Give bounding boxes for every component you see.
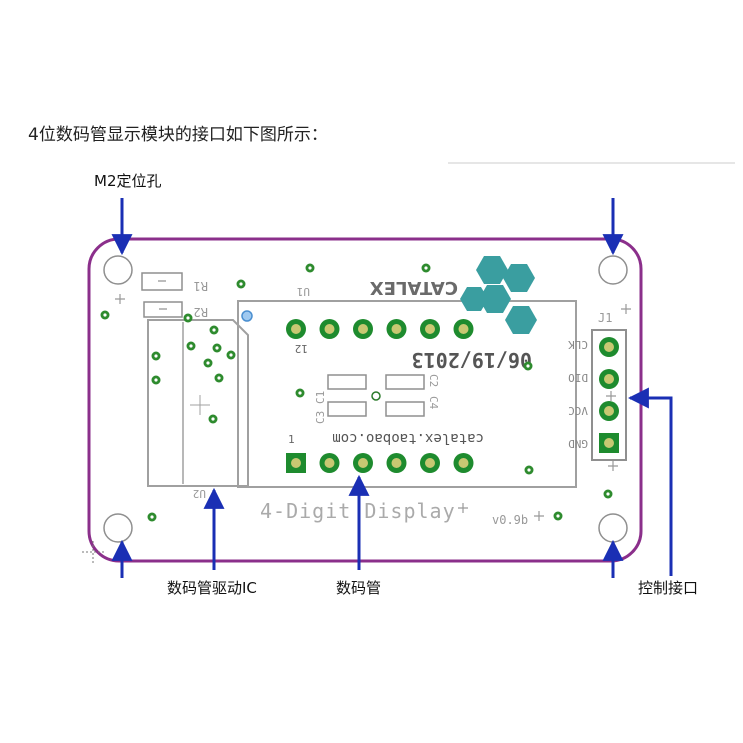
via-hole — [217, 376, 221, 380]
display-pads-bottom — [286, 453, 474, 473]
label-c4: C4 — [427, 396, 440, 410]
label-c3: C3 — [314, 411, 327, 424]
display-pad-hole — [358, 324, 368, 334]
label-c1: C1 — [314, 391, 327, 404]
capacitor-c1 — [327, 374, 367, 390]
hexagon-logo-icon — [505, 306, 537, 334]
capacitor-c2 — [385, 374, 425, 390]
hexagon-logo-icon — [479, 285, 511, 313]
display-pad-hole — [358, 458, 368, 468]
plus-icon — [606, 391, 616, 401]
capacitor-group: C1 C3 C2 C4 — [314, 374, 440, 424]
via-hole — [154, 354, 158, 358]
via-hole — [154, 378, 158, 382]
hexagon-logo-icon — [503, 264, 535, 292]
board-date: 06/19/2013 — [412, 348, 532, 372]
capacitor-c4 — [385, 401, 425, 417]
vias — [100, 263, 613, 522]
pin-label-gnd: GND — [568, 437, 588, 450]
display-pad-hole — [324, 324, 335, 334]
mounting-hole-top-left — [103, 255, 133, 285]
pcb-board: R1 R2 C1 C3 C2 C4 12 1 06/19/2013 catale… — [87, 237, 643, 563]
via-hole — [527, 468, 531, 472]
connector-j1-pads — [599, 337, 619, 453]
label-j1: J1 — [598, 311, 612, 325]
logo-text: CATALEX — [370, 277, 458, 298]
connector-pin-labels: CLK DIO VCC GND — [568, 338, 588, 450]
display-pad-hole — [425, 458, 435, 468]
display-pin1-marker: 1 — [288, 433, 295, 446]
via-hole — [211, 417, 215, 421]
j1-pad-hole — [604, 438, 614, 448]
arrow-icon — [627, 387, 673, 576]
display-silkscreen-outline — [237, 300, 577, 488]
via-hole — [215, 346, 219, 350]
pin-label-vcc: VCC — [568, 404, 588, 417]
via-hole — [556, 514, 560, 518]
driver-ic-outline — [147, 319, 249, 487]
capacitor-c3 — [327, 401, 367, 417]
display-pad-hole — [391, 324, 402, 334]
board-title: 4-Digit Display — [260, 499, 456, 523]
plus-icon — [115, 294, 125, 304]
plus-marks — [115, 294, 631, 521]
display-pad-hole — [458, 458, 469, 468]
mounting-hole-bottom-right — [598, 513, 628, 543]
fiducial-icon — [241, 310, 253, 322]
label-r1: R1 — [194, 279, 208, 293]
display-pad-hole — [324, 458, 335, 468]
driver-ic-label: 数码管驱动IC — [167, 579, 257, 597]
j1-pad-hole — [604, 342, 614, 352]
via-hole — [206, 361, 210, 365]
display-pad-hole — [291, 458, 301, 468]
page-heading: 4位数码管显示模块的接口如下图所示： — [28, 125, 328, 145]
mounting-hole-bottom-left — [103, 513, 133, 543]
via-hole — [186, 316, 190, 320]
display-pad-hole — [458, 324, 469, 334]
label-u2: U2 — [193, 487, 206, 500]
display-pad-hole — [391, 458, 402, 468]
via-hole — [189, 344, 193, 348]
via-hole — [606, 492, 610, 496]
plus-icon — [458, 503, 468, 513]
display-pad-hole — [425, 324, 435, 334]
label-c2: C2 — [427, 374, 440, 387]
via-hole — [229, 353, 233, 357]
plus-icon — [534, 511, 544, 521]
hexagon-logo-icon — [460, 287, 488, 311]
pin-label-dio: DIO — [568, 371, 588, 384]
j1-pad-hole — [604, 406, 614, 416]
via-hole — [103, 313, 107, 317]
plus-icon — [608, 461, 618, 471]
mounting-hole-label: M2定位孔 — [94, 172, 162, 190]
label-r2: R2 — [194, 305, 208, 319]
via-hole — [212, 328, 216, 332]
plus-icon — [621, 304, 631, 314]
via-hole — [150, 515, 154, 519]
j1-pad-hole — [604, 374, 614, 384]
connector-j1-outline — [591, 329, 627, 461]
control-port-label: 控制接口 — [638, 579, 698, 597]
via-hole — [308, 266, 312, 270]
display-pad-hole — [291, 324, 301, 334]
via-hole — [424, 266, 428, 270]
board-version: v0.9b — [492, 513, 528, 527]
mounting-hole-top-right — [598, 255, 628, 285]
display-label: 数码管 — [336, 579, 381, 597]
pin-label-clk: CLK — [568, 338, 588, 351]
board-website: catalex.taobao.com — [332, 430, 484, 446]
display-pin12-marker: 12 — [295, 342, 308, 355]
display-pads-top — [286, 319, 474, 339]
label-u1: U1 — [297, 285, 310, 298]
via-hole — [239, 282, 243, 286]
catalex-logo: CATALEX — [370, 256, 537, 334]
via-hole — [526, 364, 530, 368]
via-hole — [298, 391, 302, 395]
center-via — [371, 391, 381, 401]
hexagon-logo-icon — [476, 256, 508, 284]
callout-arrows — [111, 198, 673, 578]
